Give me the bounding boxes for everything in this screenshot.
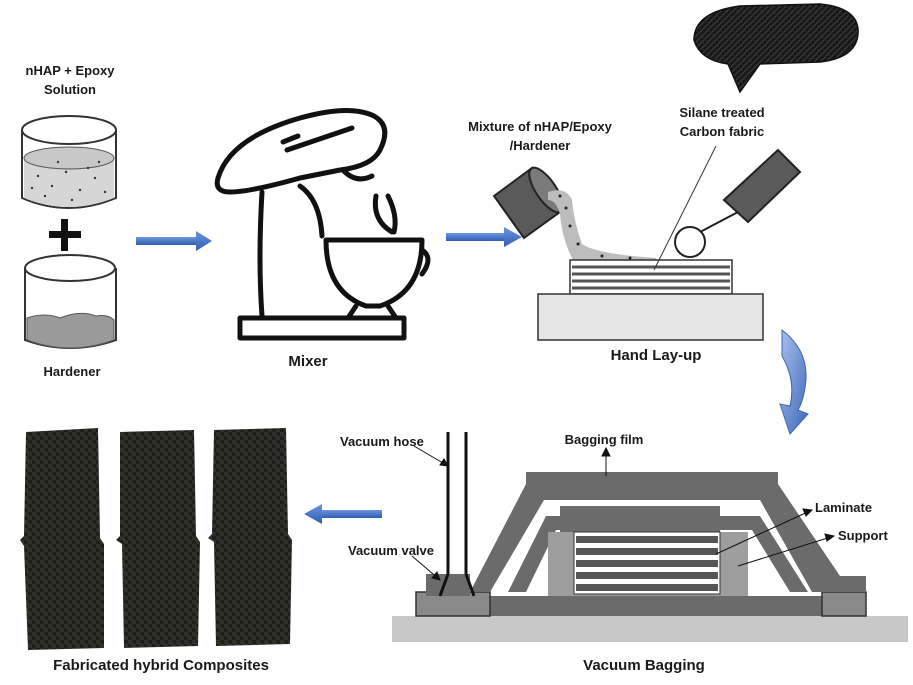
label-vacuum-valve: Vacuum valve — [348, 543, 434, 558]
label-vacuum-hose: Vacuum hose — [340, 434, 424, 449]
label-laminate: Laminate — [815, 500, 872, 515]
label-fabricated: Fabricated hybrid Composites — [53, 657, 269, 674]
laminate-stack — [569, 259, 733, 295]
label-hand-layup: Hand Lay-up — [611, 347, 702, 364]
mixer-icon — [214, 107, 431, 341]
label-vacuum-bagging: Vacuum Bagging — [583, 657, 705, 674]
curved-arrow-down — [779, 328, 809, 435]
vacuum-bagging-setup — [392, 472, 908, 642]
label-support: Support — [838, 528, 888, 543]
annotation-pointers — [411, 445, 836, 581]
arrow-to-fabricated — [304, 504, 382, 524]
hardener-beaker — [24, 254, 117, 349]
label-nhap-epoxy-2: Solution — [44, 82, 96, 97]
epoxy-beaker — [21, 115, 117, 209]
vacuum-hose — [438, 432, 476, 597]
label-mixture-2: /Hardener — [510, 138, 571, 153]
resin-flow — [548, 190, 658, 266]
arrow-to-layup — [446, 227, 522, 247]
label-silane-1: Silane treated — [679, 105, 764, 120]
composite-specimen-2 — [116, 430, 200, 648]
label-silane-2: Carbon fabric — [680, 124, 765, 139]
label-mixer: Mixer — [288, 353, 327, 370]
arrow-to-mixer — [136, 231, 212, 251]
composite-specimen-1 — [20, 428, 104, 650]
layup-table — [537, 293, 764, 341]
label-hardener: Hardener — [43, 364, 100, 379]
label-mixture-1: Mixture of nHAP/Epoxy — [468, 119, 613, 134]
label-nhap-epoxy-1: nHAP + Epoxy — [26, 63, 116, 78]
roller-icon — [653, 145, 802, 271]
composite-specimen-3 — [208, 428, 292, 646]
plus-icon — [49, 219, 81, 251]
carbon-fabric-bubble — [693, 3, 859, 94]
label-bagging-film: Bagging film — [565, 432, 644, 447]
